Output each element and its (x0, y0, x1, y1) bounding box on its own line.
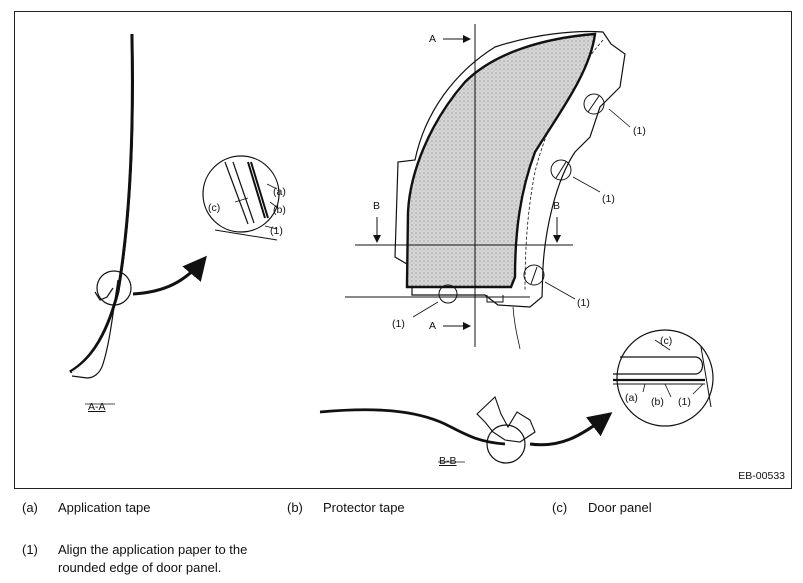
callout-b-bb: (b) (651, 396, 664, 408)
door-panel-view (345, 24, 631, 350)
callout-b-aa: (b) (273, 204, 286, 216)
section-bb-label: B-B (439, 455, 457, 467)
legend-key: (c) (552, 500, 568, 515)
legend-key: (a) (22, 500, 38, 515)
callout-a-aa: (a) (273, 186, 286, 198)
section-bb-view (319, 329, 714, 464)
cut-label-b-left: B (373, 200, 381, 212)
zoom-circle-aa (202, 155, 280, 233)
legend-text: Door panel (588, 500, 652, 515)
legend-text: Application tape (58, 500, 151, 515)
cut-label-b-right: B (553, 200, 561, 212)
zoom-circle-bb (616, 329, 714, 427)
diagram-drawing (69, 24, 714, 464)
section-aa-label: A-A (88, 401, 106, 413)
callout-1-top: (1) (633, 125, 646, 137)
legend-key: (b) (287, 500, 303, 515)
callout-c-aa: (c) (208, 202, 221, 214)
note-key: (1) (22, 542, 38, 557)
callout-1-bb: (1) (678, 396, 691, 408)
legend-text: Protector tape (323, 500, 405, 515)
cut-label-a-bottom: A (429, 320, 437, 332)
callout-1-middle: (1) (602, 193, 615, 205)
callout-a-bb: (a) (625, 392, 638, 404)
callout-1-bottom: (1) (392, 318, 405, 330)
figure-code: EB-00533 (738, 470, 785, 482)
section-aa-view (69, 33, 280, 405)
cut-label-a-top: A (429, 33, 437, 45)
callout-1-lower: (1) (577, 297, 590, 309)
callout-c-bb: (c) (660, 335, 673, 347)
note-text: Align the application paper to the round… (58, 542, 248, 575)
diagram-figure: A-A B-B A A B B (a) (b) (c) (1) (1) (1) … (14, 11, 792, 489)
callout-1-aa: (1) (270, 225, 283, 237)
